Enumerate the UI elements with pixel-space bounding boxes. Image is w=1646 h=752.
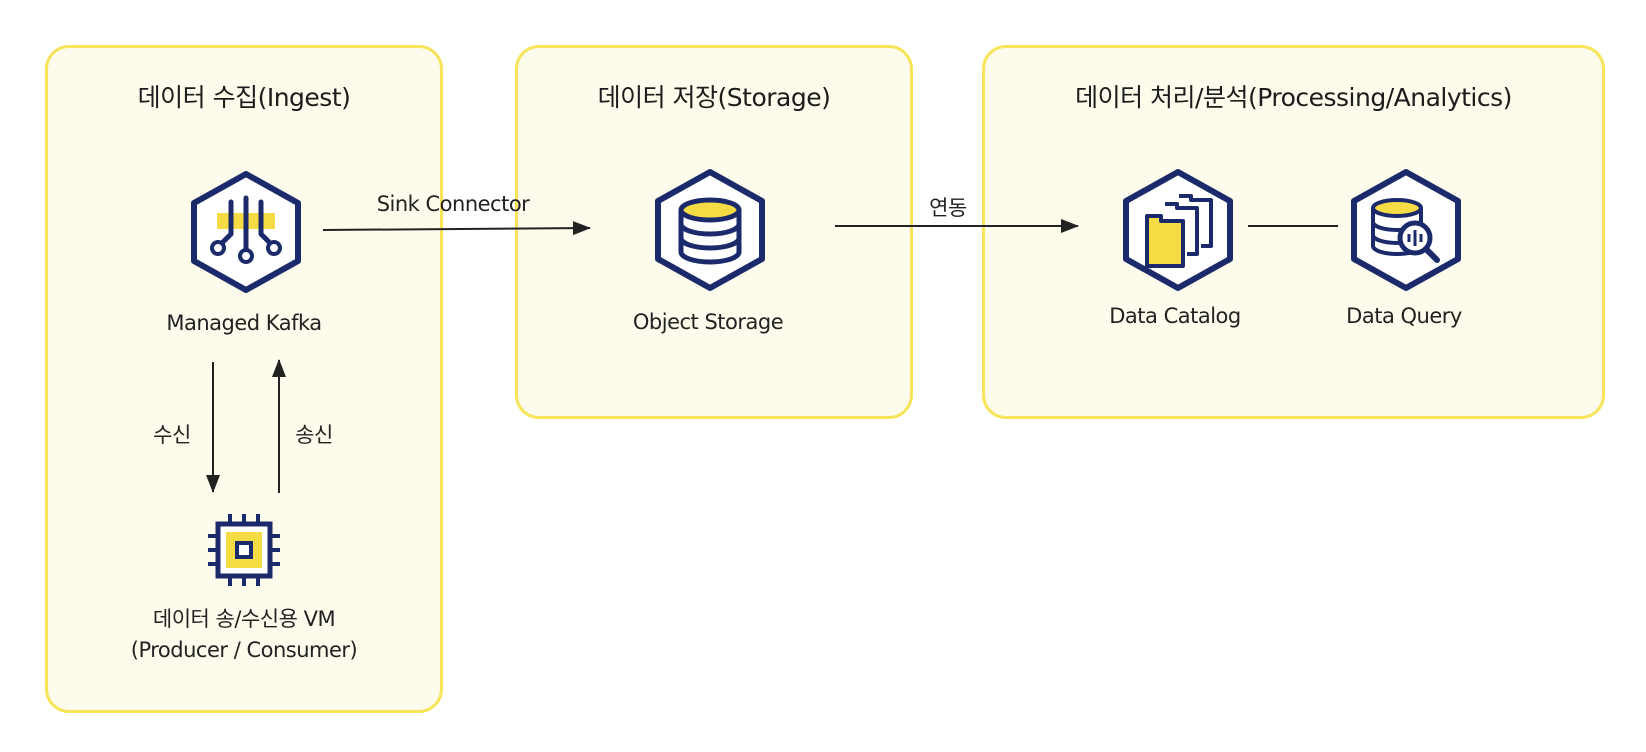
ingest-group-title: 데이터 수집(Ingest) (137, 83, 351, 112)
database-search-icon (1351, 169, 1461, 291)
link-label: 연동 (929, 196, 967, 220)
receive-label: 수신 (153, 423, 191, 447)
kafka-label: Managed Kafka (166, 311, 322, 335)
vm-label-line2: (Producer / Consumer) (130, 638, 358, 662)
object-storage-label: Object Storage (632, 310, 784, 334)
processing-group: 데이터 처리/분석(Processing/Analytics) (982, 45, 1605, 419)
processing-group-title: 데이터 처리/분석(Processing/Analytics) (1075, 83, 1512, 112)
ingest-group: 데이터 수집(Ingest) (45, 45, 443, 713)
database-icon (655, 169, 765, 291)
cpu-chip-icon (208, 514, 280, 586)
sink-connector-label: Sink Connector (376, 192, 530, 216)
send-label: 송신 (295, 423, 333, 447)
storage-group-title: 데이터 저장(Storage) (597, 83, 831, 112)
vm-label-line1: 데이터 송/수신용 VM (152, 607, 336, 631)
kafka-icon (191, 171, 301, 293)
data-query-label: Data Query (1346, 304, 1462, 328)
catalog-folder-icon (1123, 169, 1233, 291)
sink-connector-arrow (322, 221, 591, 236)
data-catalog-label: Data Catalog (1109, 304, 1241, 328)
